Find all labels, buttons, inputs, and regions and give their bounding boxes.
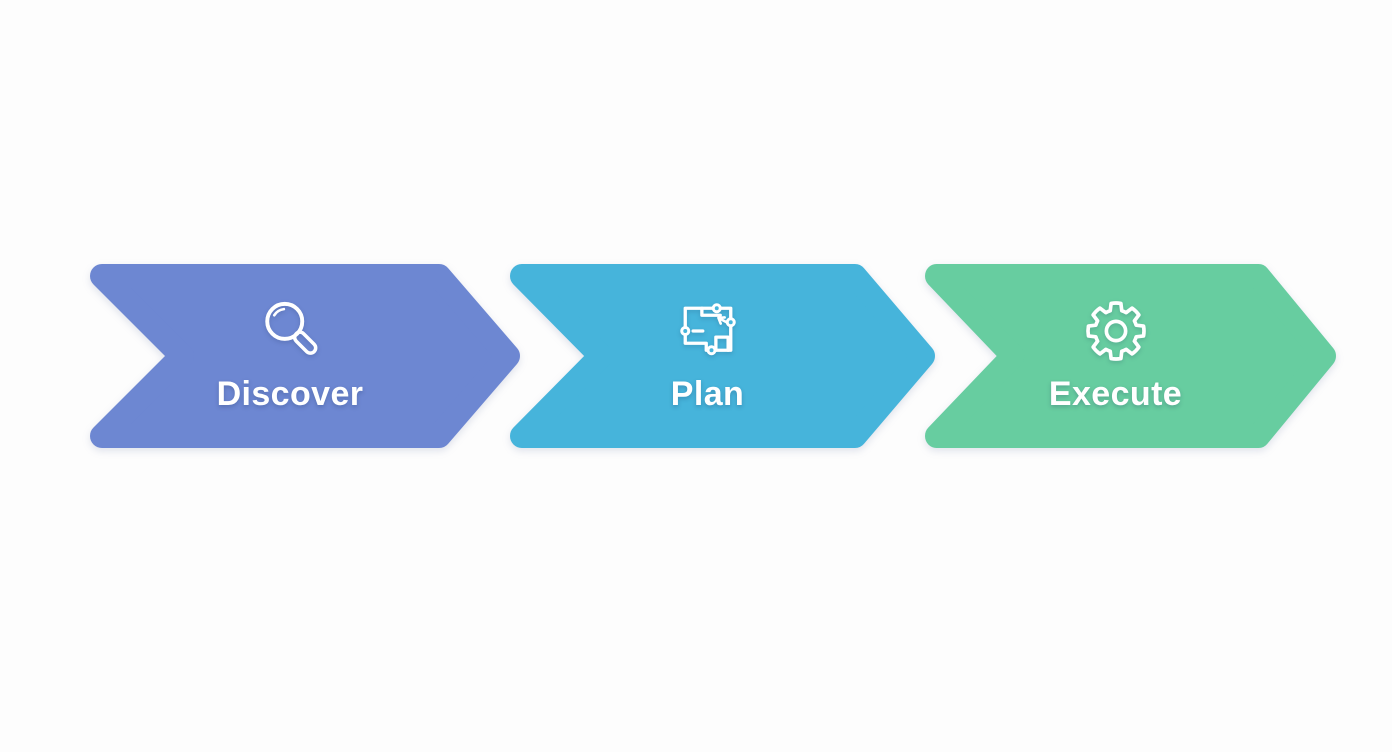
- magnifying-glass-icon: [255, 296, 325, 366]
- step-label: Execute: [1048, 375, 1183, 413]
- chevron-arrow-shape: [90, 264, 520, 448]
- gear-icon: [1081, 296, 1151, 366]
- step-execute: Execute: [925, 264, 1336, 448]
- chevron-arrow-shape: [925, 264, 1336, 448]
- chevron-arrow-shape: [510, 264, 935, 448]
- step-discover: Discover: [90, 264, 520, 448]
- floor-plan-icon: [673, 296, 743, 366]
- step-plan: Plan: [510, 264, 935, 448]
- step-label: Plan: [670, 375, 745, 413]
- step-label: Discover: [216, 375, 364, 413]
